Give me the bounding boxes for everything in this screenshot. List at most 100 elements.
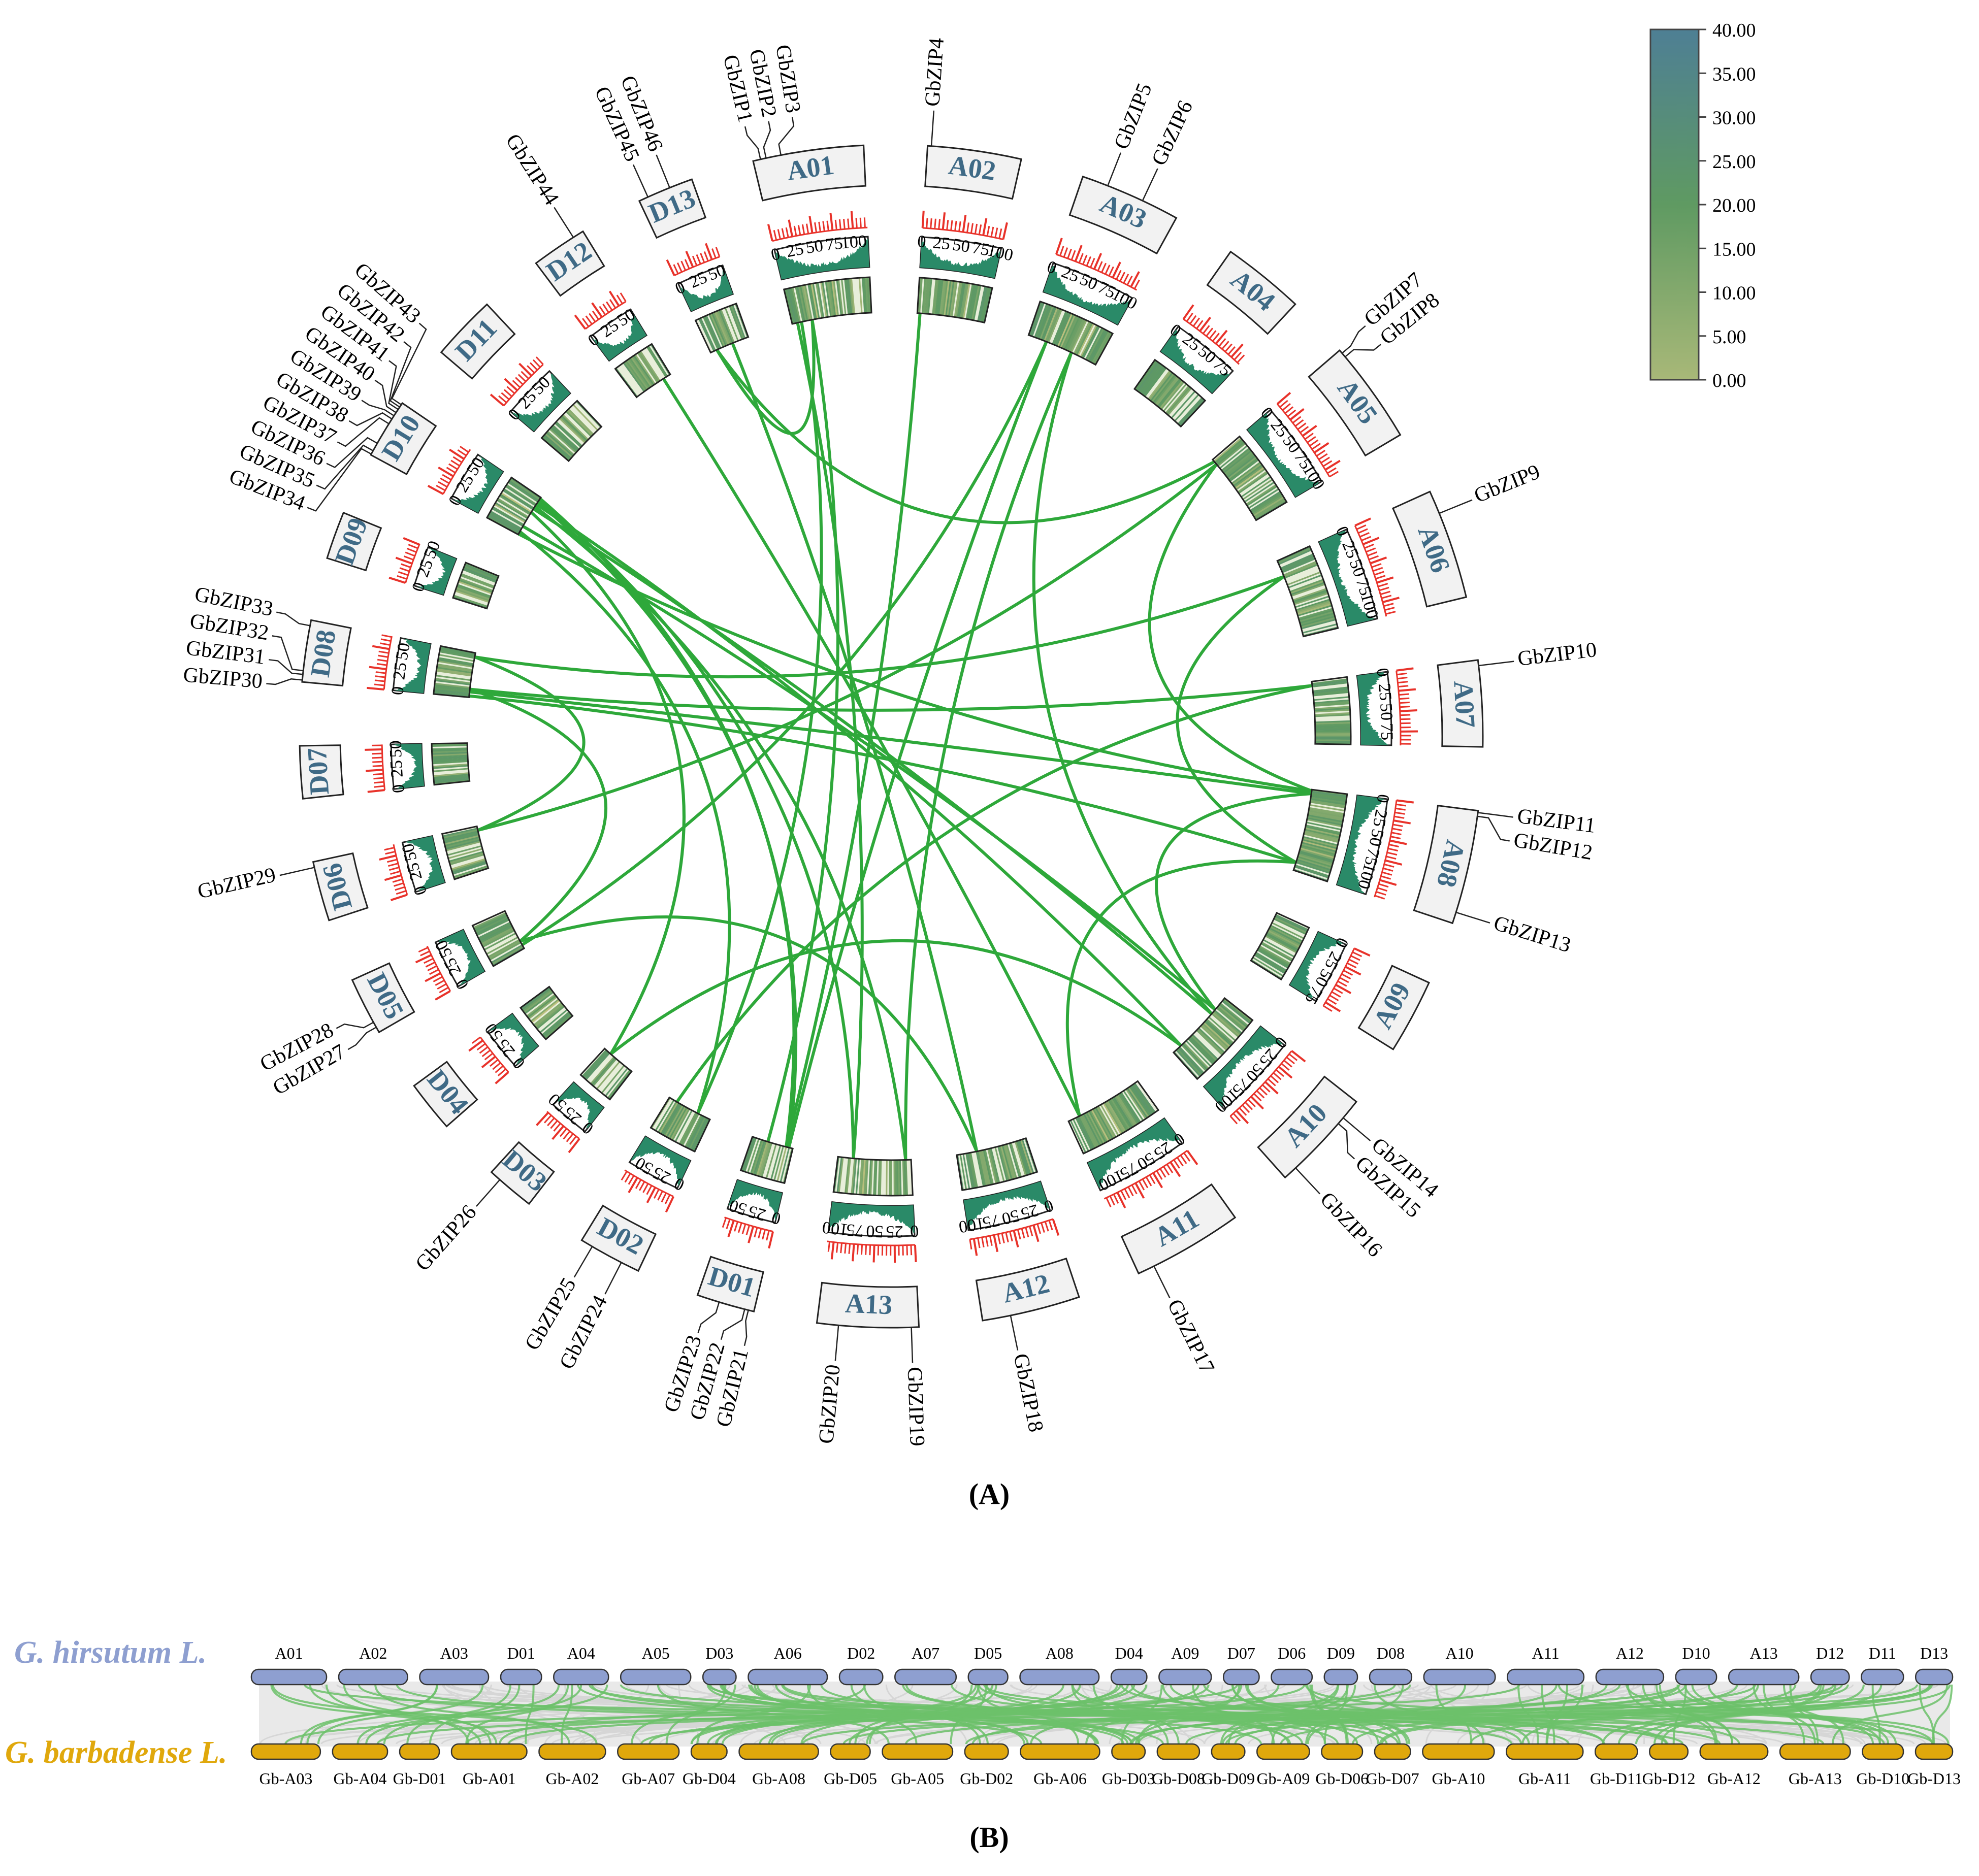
scale-tick [1177,1158,1183,1166]
gene-name: GbZIP4 [921,37,949,107]
top-chromosome-bar [1507,1669,1584,1685]
bottom-chromosome-label: Gb-A11 [1518,1769,1571,1788]
scale-tick [1398,686,1408,687]
scale-tick [430,970,439,974]
scale-tick-label: 25 [932,233,951,253]
scale-tick [375,680,385,681]
top-chromosome-label: A12 [1616,1644,1644,1662]
scale-tick [1377,888,1387,891]
gene-leader-line [744,1310,749,1346]
scale-tick [1325,1002,1340,1011]
scale-tick [759,1229,761,1238]
scale-tick [381,639,391,641]
scale-tick [975,224,977,234]
scale-tick [440,478,449,483]
scale-tick [674,265,678,274]
scale-tick [677,263,682,272]
gene-leader-line [1439,500,1472,513]
scale-tick [1125,1189,1129,1198]
top-chromosome-bar [1370,1669,1412,1685]
scale-tick [935,219,936,229]
bottom-chromosome-label: Gb-D01 [393,1769,446,1788]
scale-tick [1116,270,1121,279]
gene-label-gbzip44: GbZIP44 [501,130,573,238]
bottom-chromosome-label: Gb-A08 [752,1769,805,1788]
scale-tick [388,864,398,866]
gene-leader-line [633,164,648,197]
scale-tick [1120,272,1125,281]
scale-tick [390,867,399,870]
scale-tick [1131,272,1139,287]
scale-tick [999,228,1001,239]
gene-leader-line [745,126,760,159]
top-chromosome-bar [1729,1669,1799,1685]
gene-leader-line [1011,1315,1018,1351]
scale-tick [1396,808,1406,810]
scale-tick [622,1171,627,1180]
scale-tick [1181,1155,1186,1163]
top-chromosome-label: D02 [847,1644,875,1662]
scale-tick [397,576,407,579]
gene-leader-line [554,207,573,237]
top-chromosome-bar [251,1669,327,1685]
scale-tick [629,1175,634,1184]
scale-tick [1183,305,1193,319]
scale-tick [1127,276,1132,285]
scale-tick [878,1245,879,1256]
scale-tick [428,486,443,494]
scale-tick [844,219,845,229]
scale-tick [1265,1082,1278,1094]
scale-tick [794,226,796,236]
bottom-chromosome-bar [618,1744,679,1759]
top-chromosome-bar [968,1669,1008,1685]
scale-tick [382,635,392,637]
scale-tick [1277,393,1290,404]
scale-tick [1325,460,1340,470]
scale-tick [1380,880,1397,885]
gene-leader-line [1154,1266,1170,1298]
scale-tick [1379,587,1389,590]
scale-tick [379,651,389,653]
scale-tick [682,261,686,270]
chromosome-label: A13 [845,1288,893,1321]
scale-tick [391,871,400,874]
scale-tick [931,218,932,228]
scale-tick [385,851,395,854]
gene-leader-line [1295,1168,1320,1194]
scale-tick [647,1188,655,1203]
scale-axis [827,1241,915,1245]
gene-leader-line [336,1023,373,1029]
scale-tick [828,1242,829,1252]
top-chromosome-bar [703,1669,736,1685]
gene-leader-line [348,1027,376,1049]
top-chromosome-bar [895,1669,956,1685]
scale-tick-label: 100 [840,232,868,253]
top-chromosome-bar [839,1669,883,1685]
scale-tick [774,230,776,240]
scale-tick [742,1224,745,1234]
scale-tick-label: 25 [387,760,407,778]
scale-tick [647,1186,652,1195]
gene-name: GbZIP16 [1315,1188,1386,1262]
scale-tick [606,302,612,310]
top-chromosome-label: D09 [1327,1644,1355,1662]
gene-leader-line [1456,912,1490,923]
scale-tick [963,215,966,232]
scale-tick [991,227,993,237]
scale-tick [377,660,387,661]
bottom-chromosome-bar [883,1744,953,1759]
scale-tick [704,251,708,261]
scale-tick [970,1239,971,1249]
scale-tick [1398,677,1408,678]
scale-tick [1314,443,1328,453]
scale-tick [1357,525,1366,529]
scale-tick [1163,1167,1169,1175]
scale-tick [373,778,383,779]
scale-tick [1134,280,1140,289]
scale-tick [755,1228,757,1237]
